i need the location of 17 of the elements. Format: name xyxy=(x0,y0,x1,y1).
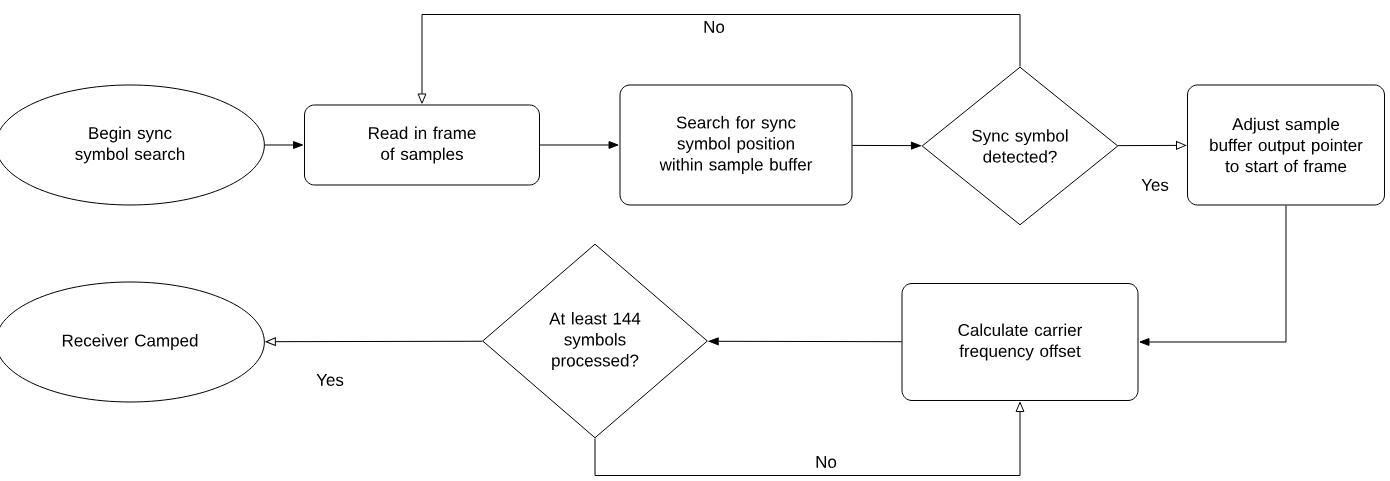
edge-label: No xyxy=(702,20,726,34)
edge-label: No xyxy=(814,455,838,469)
edge-label: Yes xyxy=(315,373,345,387)
arrow xyxy=(708,337,902,346)
process-box: Search for sync symbol position within sample buffer xyxy=(619,84,853,206)
process-box: Adjust sample buffer output pointer to start of frame xyxy=(1187,84,1385,206)
arrow xyxy=(1139,205,1287,346)
process-box: Calculate carrier frequency offset xyxy=(901,283,1139,401)
arrow xyxy=(594,401,1025,476)
arrow xyxy=(1117,141,1187,150)
edge-label: Yes xyxy=(1140,178,1170,192)
arrow xyxy=(264,141,304,149)
arrow xyxy=(852,141,921,150)
arrow xyxy=(265,337,483,347)
process-box: Read in frame of samples xyxy=(304,104,540,186)
arrow xyxy=(539,141,619,149)
arrow xyxy=(417,14,1021,104)
